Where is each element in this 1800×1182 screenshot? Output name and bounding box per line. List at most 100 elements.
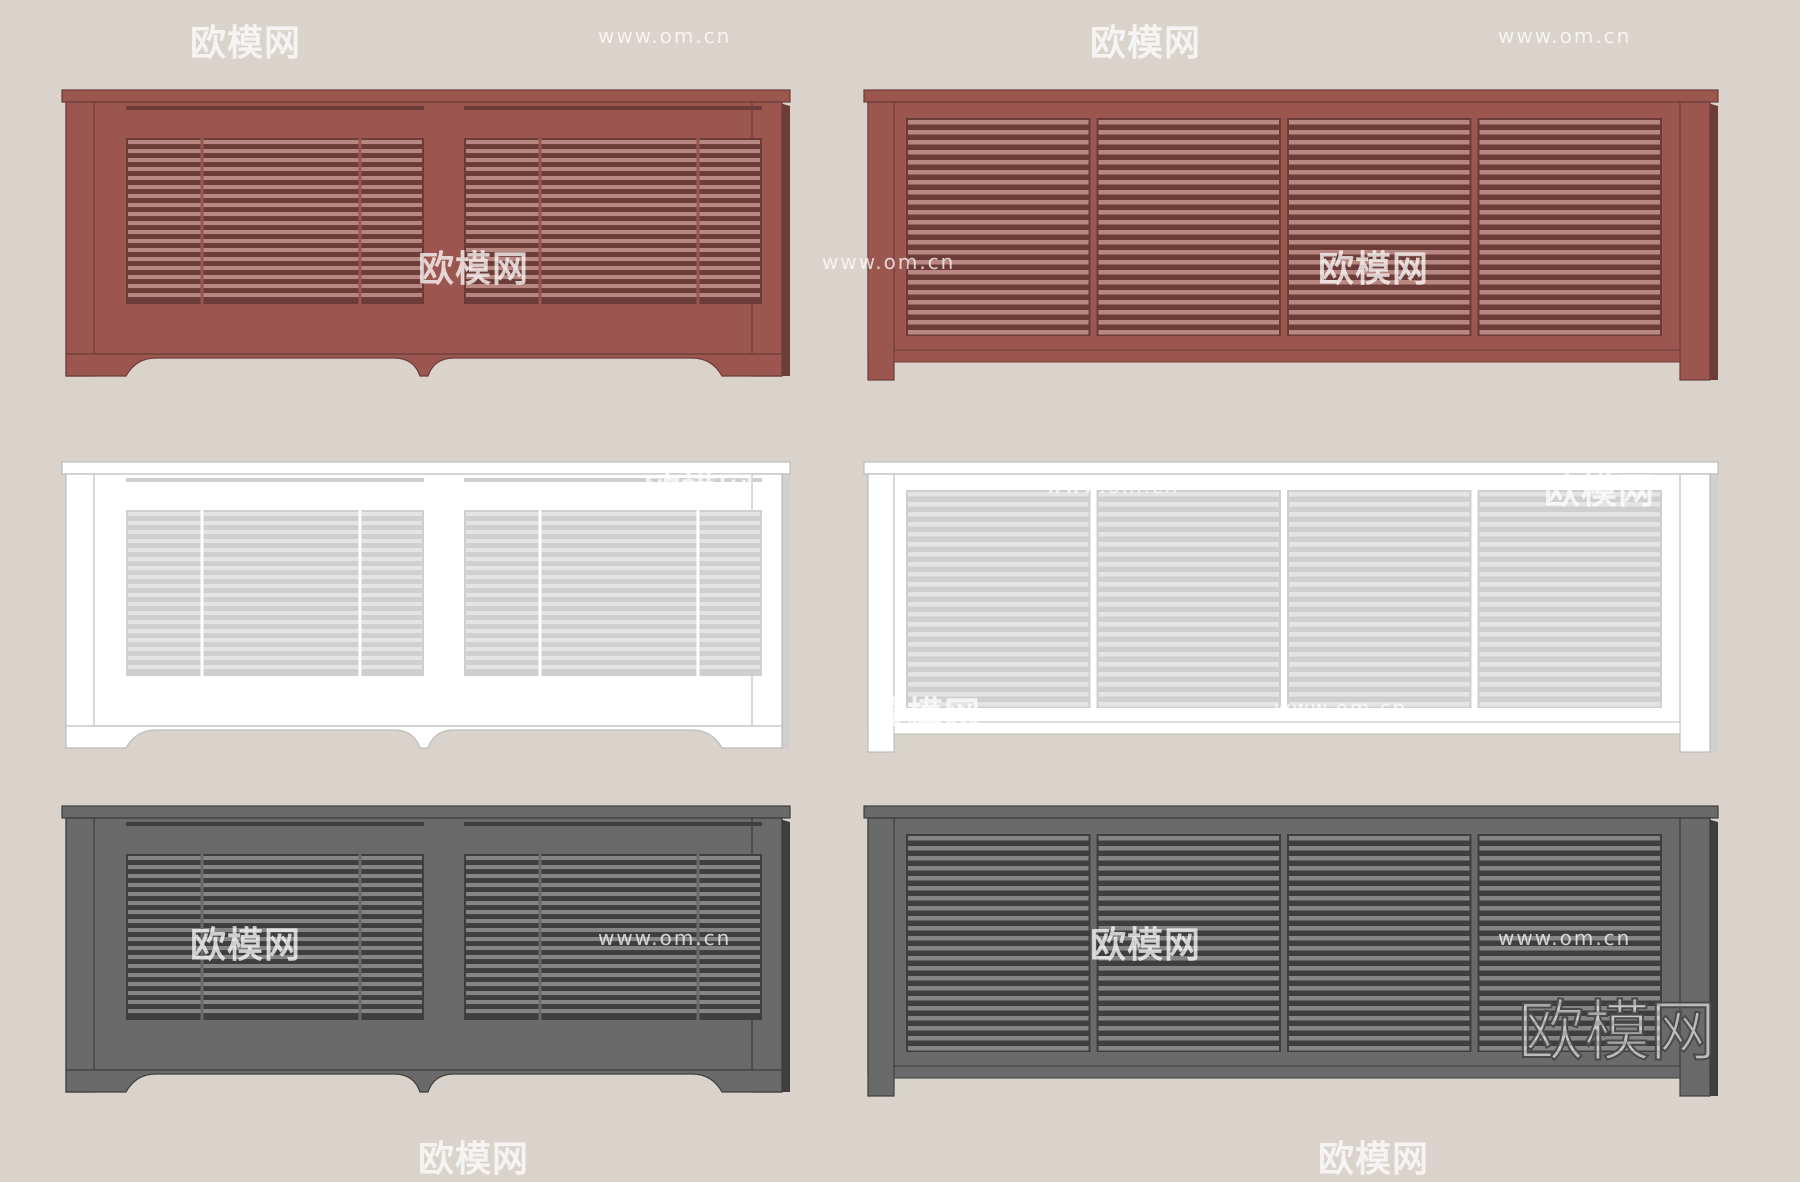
louver-slat — [128, 194, 422, 199]
louver-slat — [1479, 856, 1660, 861]
louver-slat — [128, 512, 422, 517]
louver-slat — [908, 906, 1089, 911]
louver-slat — [128, 203, 422, 208]
louver-slat — [1479, 976, 1660, 981]
louver-slat — [908, 856, 1089, 861]
louver-slat — [466, 928, 760, 933]
louver-slat — [1289, 572, 1470, 577]
louver-slat — [1289, 966, 1470, 971]
louver-slat — [1098, 150, 1279, 155]
louver-slat — [1479, 622, 1660, 627]
louver-slat — [1098, 310, 1279, 315]
louver-slat — [1289, 140, 1470, 145]
louver-slat — [466, 991, 760, 996]
louver-slat — [1479, 542, 1660, 547]
louver-slat — [1098, 956, 1279, 961]
louver-slat — [1289, 230, 1470, 235]
radiator-cover-short-white — [61, 461, 791, 749]
louver-slat — [128, 1009, 422, 1014]
louver-slat — [1098, 996, 1279, 1001]
louver-slat — [1289, 702, 1470, 707]
louver-slat — [1098, 602, 1279, 607]
louver-slat — [1479, 946, 1660, 951]
louver-slat — [1289, 562, 1470, 567]
louver-slat — [908, 170, 1089, 175]
louver-slat — [128, 883, 422, 888]
panel-mullion — [358, 510, 362, 676]
louver-slat — [1479, 662, 1660, 667]
bottom-rail — [893, 721, 1681, 735]
louver-slat — [1098, 986, 1279, 991]
left-leg — [867, 817, 895, 1097]
louver-slat — [1098, 966, 1279, 971]
panel-mullion — [696, 510, 700, 676]
louver-slat — [466, 512, 760, 517]
left-pilaster — [65, 817, 95, 1093]
louver-slat — [466, 548, 760, 553]
louver-slat — [1098, 856, 1279, 861]
louver-slat — [1289, 532, 1470, 537]
louver-slat — [908, 270, 1089, 275]
louver-slat — [466, 230, 760, 235]
louver-slat — [128, 548, 422, 553]
louver-slat — [1479, 140, 1660, 145]
louver-slat — [128, 239, 422, 244]
louver-slat — [1479, 866, 1660, 871]
louver-slat — [128, 647, 422, 652]
louver-slat — [1479, 582, 1660, 587]
louver-slat — [908, 160, 1089, 165]
louver-slat — [908, 562, 1089, 567]
louver-slat — [908, 652, 1089, 657]
louver-slat — [128, 964, 422, 969]
louver-slat — [1289, 652, 1470, 657]
louver-slat — [1289, 150, 1470, 155]
louver-slat — [1479, 240, 1660, 245]
watermark-url: www.om.cn — [146, 474, 280, 498]
louver-slat — [1289, 552, 1470, 557]
louver-slat — [1289, 330, 1470, 335]
louver-slat — [466, 892, 760, 897]
louver-slat — [1098, 220, 1279, 225]
louver-slat — [1098, 1016, 1279, 1021]
watermark-logo: 欧模网 — [418, 1139, 530, 1180]
watermark-url: www.om.cn — [1046, 474, 1180, 498]
louver-slat — [1098, 896, 1279, 901]
louver-slat — [128, 919, 422, 924]
louver-slat — [466, 874, 760, 879]
louver-slat — [466, 656, 760, 661]
louver-slat — [128, 221, 422, 226]
louver-slat — [908, 702, 1089, 707]
louver-slat — [1479, 966, 1660, 971]
louver-slat — [466, 557, 760, 562]
louver-slat — [1289, 170, 1470, 175]
louver-slat — [908, 492, 1089, 497]
louver-slat — [1479, 602, 1660, 607]
louver-slat — [1289, 1006, 1470, 1011]
louver-slat — [908, 996, 1089, 1001]
louver-slat — [466, 638, 760, 643]
louver-slat — [908, 926, 1089, 931]
louver-slat — [908, 120, 1089, 125]
right-leg — [1679, 101, 1711, 381]
top-board — [61, 805, 791, 819]
louver-slat — [1479, 280, 1660, 285]
louver-slat — [1098, 836, 1279, 841]
watermark-url: www.om.cn — [1498, 926, 1632, 950]
louver-slat — [466, 266, 760, 271]
top-lip — [464, 478, 762, 482]
louver-slat — [128, 293, 422, 298]
louver-slat — [1098, 906, 1279, 911]
watermark-logo: 欧模网 — [1090, 925, 1202, 966]
louver-slat — [1479, 150, 1660, 155]
louver-slat — [1098, 562, 1279, 567]
louver-slat — [1289, 602, 1470, 607]
louver-slat — [1289, 986, 1470, 991]
louver-slat — [908, 522, 1089, 527]
louver-slat — [466, 293, 760, 298]
louver-slat — [466, 629, 760, 634]
louver-slat — [1289, 300, 1470, 305]
louver-slat — [908, 1016, 1089, 1021]
louver-slat — [466, 212, 760, 217]
louver-slat — [1479, 572, 1660, 577]
louver-slat — [1289, 240, 1470, 245]
